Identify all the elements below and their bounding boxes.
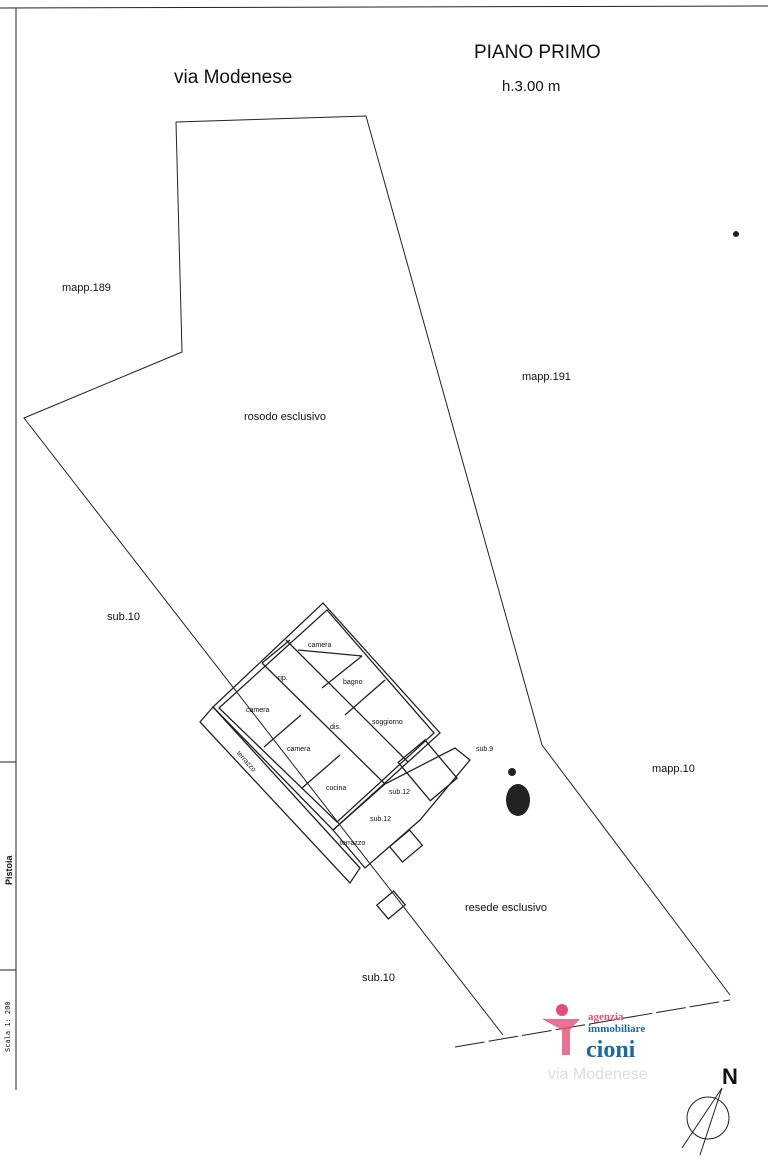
room-cucina: cucina xyxy=(326,785,347,792)
agency-logo xyxy=(542,1004,580,1055)
logo-text-agenzia: agenzia xyxy=(588,1011,624,1023)
room-dis: dis. xyxy=(330,724,341,731)
plot-boundary xyxy=(175,115,731,996)
logo-text-immobiliare: immobiliare xyxy=(588,1023,646,1035)
page-title: PIANO PRIMO xyxy=(474,42,601,63)
room-sub12-a: sub.12 xyxy=(389,789,411,796)
logo-text-cioni: cioni xyxy=(586,1037,636,1063)
room-camera-3: camera xyxy=(287,746,311,753)
street-name: via Modenese xyxy=(174,67,293,88)
room-rip: rip. xyxy=(278,675,288,682)
label-resede-bottom: resede esclusivo xyxy=(465,902,547,914)
label-mapp191: mapp.191 xyxy=(522,371,571,383)
floor-height: h.3.00 m xyxy=(502,78,561,95)
label-sub10-bottom: sub.10 xyxy=(362,972,396,984)
label-sub9: sub.9 xyxy=(476,746,494,753)
label-street-bottom: via Modenese xyxy=(548,1066,648,1083)
tree-blob xyxy=(506,231,739,816)
road-edge xyxy=(454,999,731,1048)
scale-label: Scala 1: 200 xyxy=(4,1001,12,1052)
plot-boundary-left xyxy=(23,121,504,1036)
top-border xyxy=(0,5,768,9)
room-sub12-b: sub.12 xyxy=(370,816,392,823)
room-soggiorno: soggiorno xyxy=(372,719,403,726)
room-camera-1: camera xyxy=(308,642,332,649)
room-terrazzo-front: terrazzo xyxy=(340,840,366,847)
compass-rose xyxy=(681,1087,730,1156)
label-mapp189: mapp.189 xyxy=(62,282,111,294)
compass-north-label: N xyxy=(722,1064,738,1089)
label-mapp10: mapp.10 xyxy=(652,763,695,775)
label-resede-top: rosodo esclusivo xyxy=(244,411,326,423)
building-outline xyxy=(199,602,471,920)
label-sub10-left: sub.10 xyxy=(107,611,141,623)
city-label: Pistoia xyxy=(4,855,14,885)
room-bagno: bagno xyxy=(343,679,363,686)
room-camera-2: camera xyxy=(246,707,270,714)
